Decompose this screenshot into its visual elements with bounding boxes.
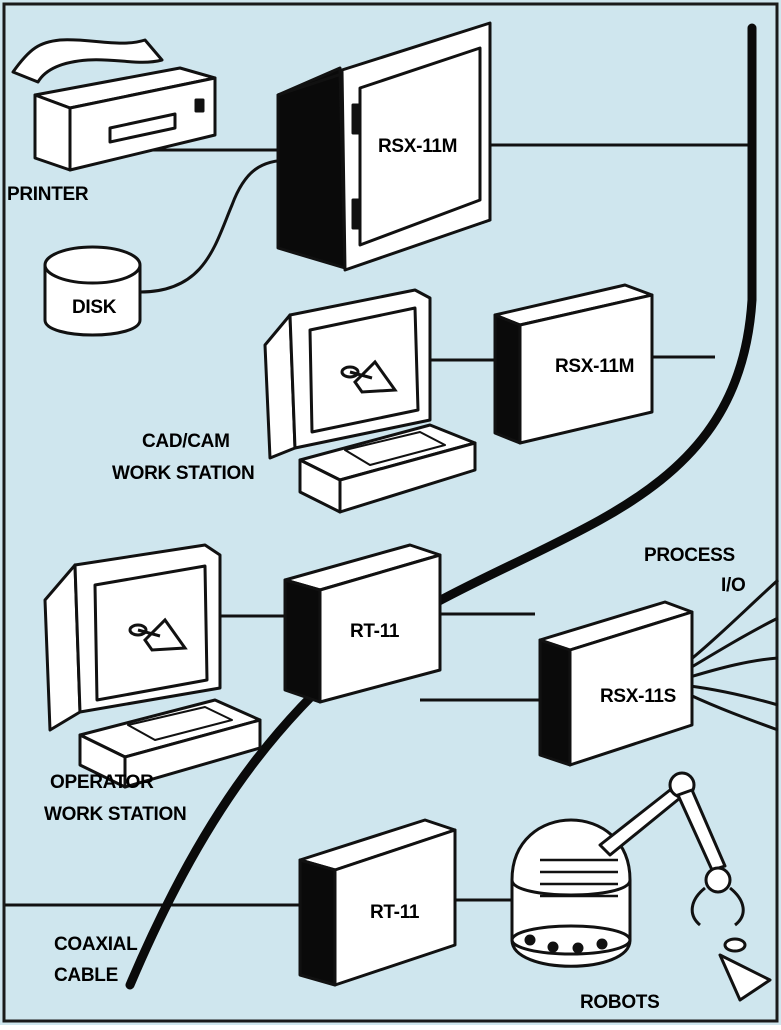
- coaxial-label-line1: COAXIAL: [54, 934, 138, 955]
- rsx11s-label: RSX-11S: [600, 686, 676, 707]
- robot-arm-icon: [598, 771, 772, 1002]
- operator-label-line2: WORK STATION: [44, 804, 186, 825]
- joystick-icon: [128, 617, 188, 652]
- rsx11m-top-cabinet: [276, 21, 492, 272]
- io-line-5: [689, 693, 779, 732]
- io-line-3: [689, 656, 779, 679]
- printer-label: PRINTER: [7, 184, 89, 205]
- robot-icon: [510, 818, 632, 968]
- operator-label-line1: OPERATOR: [50, 772, 154, 793]
- cadcam-label-line1: CAD/CAM: [142, 431, 230, 452]
- rsx11m-second-label: RSX-11M: [555, 356, 634, 377]
- io-line-2: [689, 616, 779, 670]
- rt11-lower-box: [298, 818, 457, 987]
- rsx11m-top-label: RSX-11M: [378, 136, 457, 157]
- disk-icon: [43, 245, 142, 337]
- printer-icon: [11, 38, 217, 172]
- rsx11s-box: [538, 600, 694, 767]
- io-line-1: [689, 578, 780, 662]
- cadcam-label-line2: WORK STATION: [112, 463, 254, 484]
- rt11-upper-box: [283, 543, 442, 704]
- io-line-4: [689, 684, 779, 707]
- robots-label: ROBOTS: [580, 992, 659, 1013]
- joystick-icon: [340, 359, 398, 394]
- rsx11m-second-box: [493, 283, 654, 445]
- terminal-icon: [263, 288, 477, 514]
- process-label-line1: PROCESS: [644, 545, 735, 566]
- process-label-line2: I/O: [721, 575, 745, 596]
- disk-label: DISK: [72, 297, 117, 318]
- coaxial-cable: [125, 23, 757, 990]
- disk-link: [139, 158, 291, 294]
- rt11-upper-label: RT-11: [350, 621, 400, 642]
- process-io-lines: [689, 578, 780, 732]
- operator-terminal-icon: [43, 543, 262, 789]
- coaxial-label-line2: CABLE: [54, 965, 118, 986]
- rt11-lower-label: RT-11: [370, 902, 420, 923]
